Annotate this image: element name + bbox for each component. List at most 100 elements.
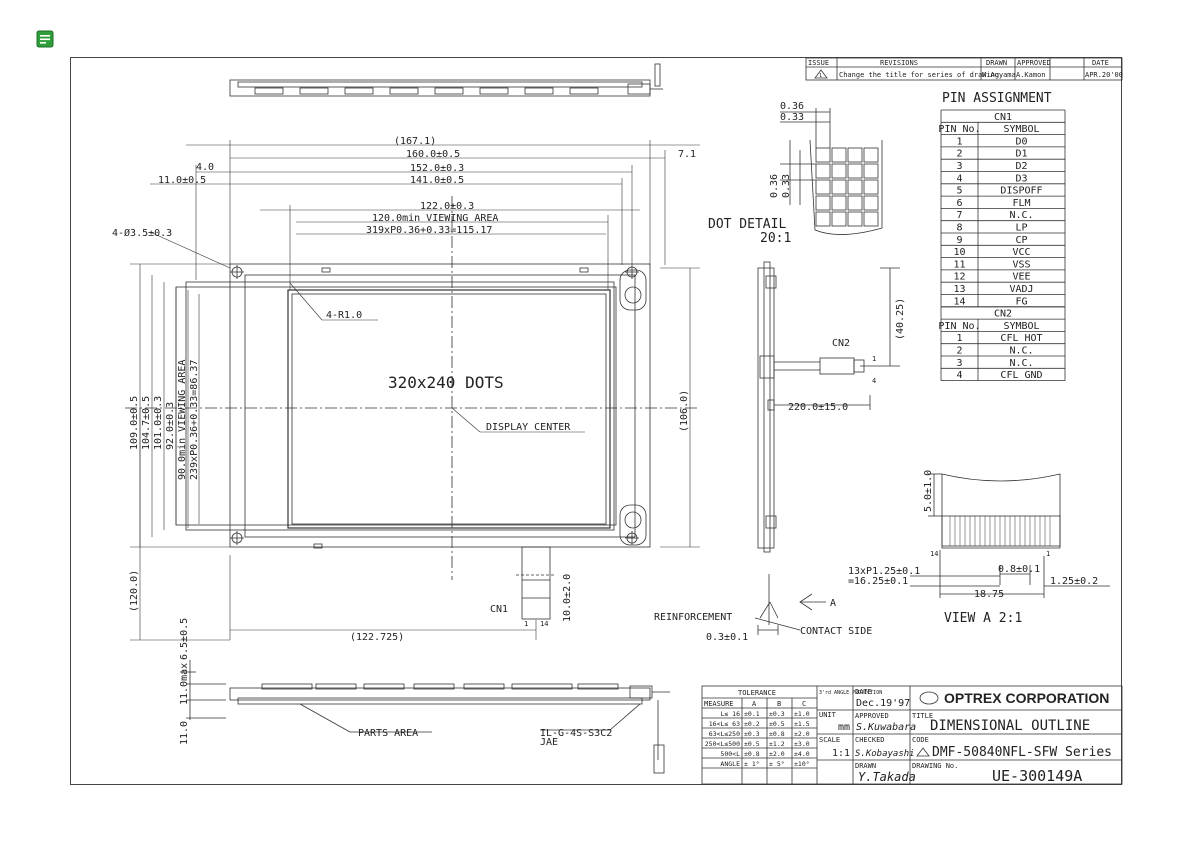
pin-number: 2 bbox=[956, 149, 962, 160]
pin-number: 10 bbox=[953, 247, 965, 258]
tolerance-table: L≤ 16±0.1±0.3±1.016<L≤ 63±0.2±0.5±1.563<… bbox=[705, 710, 810, 768]
dim-11: 11.0±0.5 bbox=[158, 175, 206, 186]
tb-drawn-label: DRAWN bbox=[855, 762, 876, 770]
pin-symbol: DISPOFF bbox=[1000, 186, 1042, 197]
tb-company: OPTREX CORPORATION bbox=[944, 690, 1109, 706]
rev-revisions-header: REVISIONS bbox=[880, 59, 918, 67]
view-a-text: 5.0±1.0 13xP1.25±0.1 =16.25±0.1 0.8±0.1 … bbox=[848, 470, 1098, 626]
pin-symbol: N.C. bbox=[1009, 346, 1033, 357]
pin-symbol: VSS bbox=[1012, 259, 1030, 270]
dim-4: 4.0 bbox=[196, 162, 214, 173]
rev-issue-symbol: 1 bbox=[819, 73, 822, 79]
label-display-center: DISPLAY CENTER bbox=[486, 422, 571, 433]
pin-symbol: FG bbox=[1015, 296, 1027, 307]
pin-table-col-pin: PIN No. bbox=[938, 321, 980, 332]
tolerance-cell: ±1.0 bbox=[794, 710, 810, 718]
pin-number: 9 bbox=[956, 235, 962, 246]
dim-v40: (40.25) bbox=[895, 298, 906, 340]
pin-number: 12 bbox=[953, 272, 965, 283]
dim-v239: 239xP0.36+0.33=86.37 bbox=[189, 360, 200, 480]
revision-block: ISSUE REVISIONS DRAWN APPROVED DATE 1 Ch… bbox=[805, 57, 1123, 81]
pin-symbol: CP bbox=[1015, 235, 1027, 246]
label-cn1-pin1: 1 bbox=[524, 620, 528, 628]
dim-dot-036: 0.36 bbox=[780, 101, 804, 112]
title-block bbox=[701, 685, 1123, 785]
dim-v11b: 11.0 bbox=[179, 721, 190, 745]
dim-0-8: 0.8±0.1 bbox=[998, 564, 1040, 575]
tb-checked-label: CHECKED bbox=[855, 736, 885, 744]
dot-detail bbox=[780, 108, 883, 235]
tb-tolerance: TOLERANCE bbox=[738, 689, 776, 697]
pin-number: 7 bbox=[956, 210, 962, 221]
dim-122-725: (122.725) bbox=[350, 632, 404, 643]
tb-drawing-no-label: DRAWING No. bbox=[912, 762, 958, 770]
label-dot-scale: 20:1 bbox=[760, 231, 791, 246]
pin-assignment-title: PIN ASSIGNMENT bbox=[942, 91, 1052, 106]
top-side-view bbox=[229, 63, 663, 97]
dim-v5: 5.0±1.0 bbox=[923, 470, 934, 512]
rev-date: APR.20'00 bbox=[1085, 71, 1123, 79]
tb-title: DIMENSIONAL OUTLINE bbox=[930, 718, 1090, 734]
note-icon[interactable] bbox=[36, 30, 54, 48]
tolerance-cell: 63<L≤250 bbox=[709, 730, 740, 738]
title-block-text: TOLERANCE MEASURE A B C 3'rd ANGLE PROJE… bbox=[704, 688, 1112, 785]
tolerance-cell: ±10° bbox=[794, 760, 810, 768]
pin-symbol: CFL HOT bbox=[1000, 333, 1042, 344]
rev-description: Change the title for series of drawing. bbox=[839, 71, 1003, 79]
label-reinforcement: REINFORCEMENT bbox=[654, 612, 732, 623]
pin-number: 5 bbox=[956, 186, 962, 197]
pin-number: 8 bbox=[956, 223, 962, 234]
bottom-side-text: 11.0max 6.5±0.5 11.0 PARTS AREA IL-G-4S-… bbox=[179, 618, 612, 748]
view-a bbox=[910, 473, 1110, 598]
dim-hole: 4-Ø3.5±0.3 bbox=[112, 227, 172, 239]
dim-167: (167.1) bbox=[394, 136, 436, 147]
dim-v11max: 11.0max bbox=[179, 663, 190, 705]
pin-number: 14 bbox=[953, 296, 965, 307]
label-arrow-a: A bbox=[830, 598, 836, 609]
right-side-view bbox=[754, 261, 900, 635]
tolerance-cell: ±0.3 bbox=[744, 730, 760, 738]
pin-number: 4 bbox=[956, 370, 962, 381]
rev-date-header: DATE bbox=[1092, 59, 1109, 67]
pin-number: 1 bbox=[956, 136, 962, 147]
tb-drawing-no: UE-300149A bbox=[992, 767, 1082, 785]
dim-152: 152.0±0.3 bbox=[410, 163, 464, 174]
label-connector-maker: JAE bbox=[540, 737, 558, 748]
pin-symbol: VEE bbox=[1012, 272, 1030, 283]
rev-approved-header: APPROVED bbox=[1017, 59, 1051, 67]
tolerance-cell: ANGLE bbox=[720, 760, 740, 768]
tolerance-cell: ± 1° bbox=[744, 760, 760, 768]
tolerance-cell: ±1.5 bbox=[794, 720, 810, 728]
pin-symbol: D0 bbox=[1015, 136, 1027, 147]
tolerance-cell: 250<L≤500 bbox=[705, 740, 740, 748]
pin-table-col-symbol: SYMBOL bbox=[1003, 124, 1039, 135]
pin-number: 6 bbox=[956, 198, 962, 209]
dim-v90-viewing: 90.0min VIEWING AREA bbox=[177, 360, 188, 480]
tb-approved: S.Kuwabara bbox=[856, 722, 916, 733]
tolerance-cell: ±0.5 bbox=[769, 720, 785, 728]
drawing-sheet bbox=[70, 57, 1122, 785]
tb-projection: 3'rd ANGLE PROJECTION bbox=[819, 690, 882, 696]
dim-pitch2: =16.25±0.1 bbox=[848, 576, 908, 587]
pin-symbol: VADJ bbox=[1009, 284, 1033, 295]
tolerance-cell: ± 5° bbox=[769, 760, 785, 768]
pin-table-connector-label: CN1 bbox=[994, 112, 1012, 123]
pin-table-col-pin: PIN No. bbox=[938, 124, 980, 135]
dim-v106: (106.0) bbox=[679, 390, 690, 432]
dim-319: 319xP0.36+0.33=115.17 bbox=[366, 225, 492, 236]
dim-v65: 6.5±0.5 bbox=[179, 618, 190, 660]
dim-141: 141.0±0.5 bbox=[410, 175, 464, 186]
front-dimension-text: (167.1) 160.0±0.5 152.0±0.3 141.0±0.5 12… bbox=[112, 136, 696, 643]
pin-number: 3 bbox=[956, 161, 962, 172]
dim-dot-036v: 0.36 bbox=[769, 174, 780, 198]
pin-symbol: CFL GND bbox=[1000, 370, 1042, 381]
tb-checked: S.Kobayashi bbox=[855, 749, 915, 759]
tb-col-c: C bbox=[802, 700, 806, 708]
tolerance-cell: 500<L bbox=[720, 750, 740, 758]
tolerance-cell: ±2.0 bbox=[769, 750, 785, 758]
tolerance-cell: ±0.3 bbox=[769, 710, 785, 718]
pin-symbol: D2 bbox=[1015, 161, 1027, 172]
label-parts-area: PARTS AREA bbox=[358, 728, 418, 739]
dim-0-3: 0.3±0.1 bbox=[706, 632, 748, 643]
